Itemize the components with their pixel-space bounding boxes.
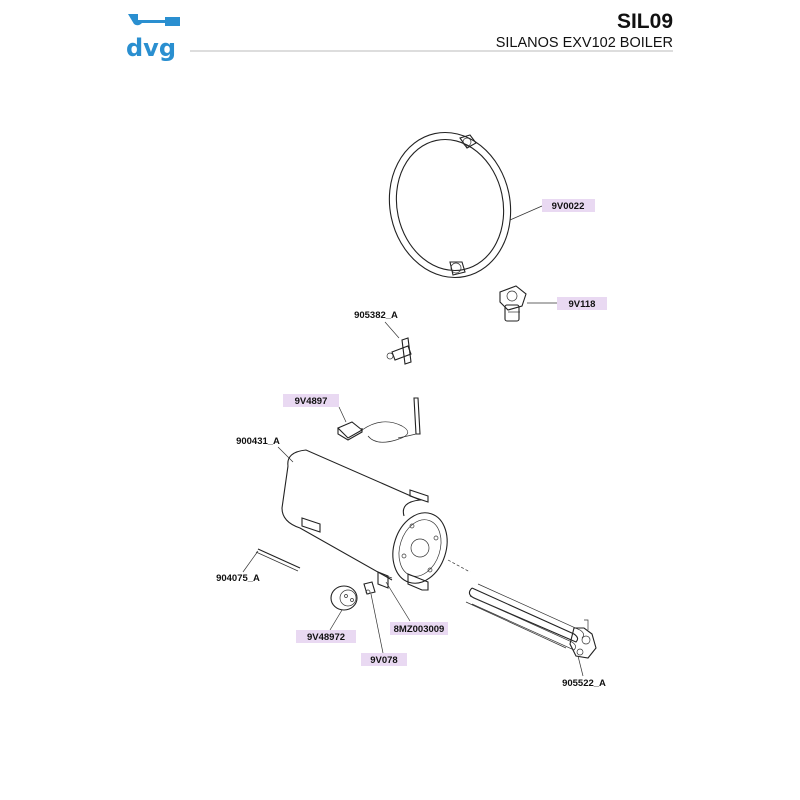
diagram-title: SILANOS EXV102 BOILER [496, 35, 673, 51]
part-label-9V078[interactable]: 9V078 [361, 653, 407, 666]
leader-904075_A [242, 550, 259, 573]
part-label-905382_A[interactable]: 905382_A [354, 310, 398, 321]
part-label-9V48972[interactable]: 9V48972 [296, 630, 356, 643]
brand-name: dvg [126, 34, 176, 62]
tee-fitting-drawing [386, 337, 412, 365]
part-label-9V4897[interactable]: 9V4897 [283, 394, 339, 407]
diagram-code: SIL09 [617, 10, 673, 33]
part-label-905522_A[interactable]: 905522_A [562, 678, 606, 689]
svg-text:9V118: 9V118 [569, 299, 596, 310]
svg-text:9V078: 9V078 [370, 655, 397, 666]
valve-drawing [499, 285, 527, 322]
thermostat-cap-drawing [330, 585, 358, 611]
nipple-drawing [363, 581, 376, 595]
svg-text:9V4897: 9V4897 [295, 396, 328, 407]
part-label-900431_A[interactable]: 900431_A [236, 436, 280, 447]
leader-9V0022 [509, 205, 543, 221]
leader-905382_A [384, 321, 400, 339]
brand-logo: dvg [126, 14, 180, 62]
svg-text:9V0022: 9V0022 [552, 201, 585, 212]
part-label-9V0022[interactable]: 9V0022 [542, 199, 595, 212]
svg-text:8MZ003009: 8MZ003009 [394, 624, 445, 635]
part-label-904075_A[interactable]: 904075_A [216, 573, 260, 584]
thermostat-drawing [337, 397, 421, 443]
boiler-tank-drawing [281, 449, 448, 591]
bracket-drawing [377, 571, 393, 589]
leader-9V48972 [329, 609, 343, 631]
assembly-axis-line [447, 559, 471, 573]
leader-905522_A [577, 655, 584, 677]
gasket-ring-drawing [388, 131, 512, 279]
part-label-8MZ003009[interactable]: 8MZ003009 [390, 622, 448, 635]
heating-element-drawing [465, 583, 597, 659]
part-label-9V118[interactable]: 9V118 [557, 297, 607, 310]
leader-9V4897 [338, 406, 347, 423]
probe-rod-drawing [255, 548, 301, 572]
leader-8MZ003009 [385, 581, 411, 622]
leader-9V078 [370, 593, 384, 654]
leader-900431_A [277, 446, 294, 463]
svg-text:9V48972: 9V48972 [307, 632, 345, 643]
